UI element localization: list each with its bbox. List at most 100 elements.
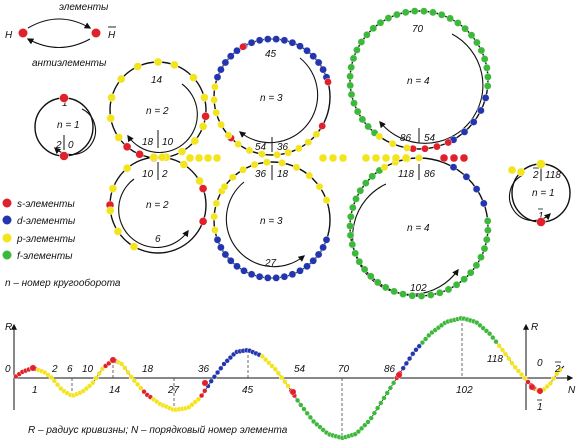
bead-f [352,195,360,203]
bead-d [296,42,304,51]
ring-n3-bottom-num-36: 36 [255,169,267,180]
curve-dot [509,360,515,366]
bead-f [446,14,454,23]
curve-dot [518,371,525,378]
tick-0: 0 [5,364,11,375]
bead-d [460,128,469,136]
bead-p [403,144,411,152]
curve-dot [208,378,214,384]
curve-dot [365,419,371,425]
curve-dot [48,374,54,381]
bead-f [473,38,481,47]
arrow-to-elements [26,38,91,48]
curve-dot [131,378,138,384]
bead-p [228,173,237,181]
bead-p [189,73,198,82]
tick-70: 70 [338,364,350,375]
bead-s [444,138,453,147]
bead-p [388,139,397,148]
bead-f [483,217,492,225]
ring-n3-top-num-54: 54 [255,142,267,153]
curve-dot [378,400,384,406]
bead-s [201,112,210,121]
curve-dot [515,368,522,374]
curve-dot [93,375,99,381]
bead-p [361,153,371,163]
bead-d [314,58,323,67]
bead-p [200,93,209,102]
curve-dot [266,360,272,366]
legend-d-label: d-элементы [17,216,76,227]
tick-102: 102 [456,385,473,396]
bead-d [479,199,488,208]
ring-n3-bottom-num-18: 18 [277,169,289,180]
bead-f [429,8,437,17]
bead-p [149,152,159,162]
bead-f [353,46,361,54]
bead-d [226,52,235,61]
bead-f [366,272,375,281]
ring-n4-bottom-label: n = 4 [407,223,430,234]
ring-n1: n = 1 1 2 0 [34,93,97,161]
legend-note: n – номер кругооборота [5,277,121,289]
curve-dot [547,380,554,387]
bead-p [133,62,142,71]
curve-dot [496,343,502,349]
curve-dot [272,366,278,372]
curve-dot [269,363,275,369]
bead-p [371,153,381,163]
curve-dot [490,335,496,341]
tick-18: 18 [142,364,154,375]
bead-d [280,272,289,281]
curve-dot [295,397,301,404]
bead-s [324,78,332,86]
bead-p [263,158,271,166]
bead-f [452,280,461,289]
legend-s-label: s-элементы [17,199,75,210]
bead-d [226,256,235,265]
curve-dot [503,351,509,357]
bead-f [426,291,435,299]
bead-f [401,8,410,17]
bead-f [437,11,446,19]
bead-s [421,144,429,153]
curve-dot [141,389,147,395]
bead-d [213,235,222,244]
curve-dot [355,429,362,435]
bead-f [348,240,357,249]
curve-dot [298,402,304,408]
bead-p [190,136,200,146]
legend-f-label: f-элементы [17,251,73,262]
bead-f [358,115,367,124]
bead-f [390,287,398,296]
bead-d [296,266,304,275]
bead-d [481,94,490,102]
bead-f [480,244,489,253]
bead-s [198,217,208,226]
tick-36: 36 [198,364,210,375]
curve-dot [413,347,419,353]
curve-dot [419,340,426,346]
ring-n2-bottom-num-2: 2 [161,169,168,180]
bead-p [273,150,281,159]
ring-n1-num-2: 2 [55,140,62,151]
bead-p [536,159,546,169]
bead-d [255,36,264,45]
bead-f [467,31,476,40]
bead-f [472,261,481,270]
bead-d [221,58,230,67]
tick-118: 118 [487,354,503,365]
bead-f [369,24,378,33]
bead-s [439,153,449,163]
bead-d [217,243,225,252]
bead-f [368,172,377,181]
bead-f [381,283,390,292]
antihydrogen-dot [91,28,101,38]
ring-anti-num-2bar: 2 [532,170,539,181]
bead-p [224,131,233,140]
bead-f [360,265,369,274]
curve-dot [506,356,512,362]
bead-p [203,153,213,163]
ring-n2-bottom-label: n = 2 [146,200,169,211]
bead-f [346,222,354,230]
